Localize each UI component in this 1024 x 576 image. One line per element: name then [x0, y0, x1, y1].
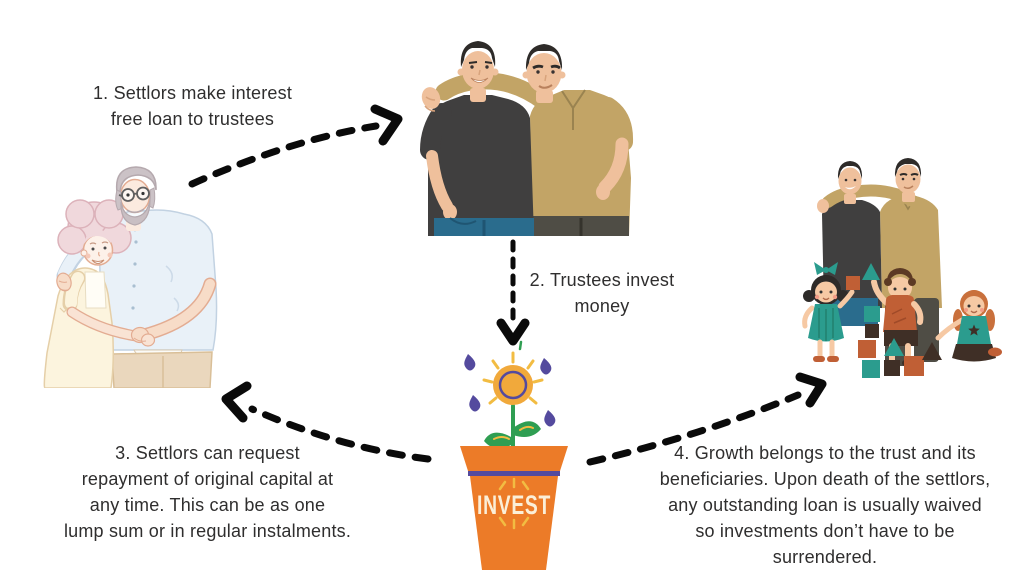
step-2-label: 2. Trustees invest money: [529, 270, 675, 317]
tan-man-draped-hand: [421, 87, 441, 109]
boy-shorts: [884, 330, 918, 346]
pot-rim: [460, 446, 568, 471]
dark-man-hand: [443, 204, 457, 220]
kneeling-legs: [952, 344, 996, 362]
step-3-label: 3. Settlors can request repayment of ori…: [63, 443, 352, 542]
dark-man-face: [462, 51, 494, 89]
clasped-hands: [130, 277, 217, 347]
dark-shirt: [428, 95, 534, 236]
old-woman: [43, 199, 142, 388]
glasses-icon: [118, 186, 150, 202]
tan-man-hand: [596, 184, 610, 200]
old-man-head: [115, 166, 157, 231]
trustees-illustration: [420, 41, 634, 236]
star-icon: [968, 324, 980, 336]
child-girl-right: [935, 290, 1002, 362]
tan-man-head: [522, 44, 566, 103]
trustee-tan-shirt-man: [530, 89, 634, 236]
water-droplets: [464, 354, 556, 427]
family-dark-man-head: [837, 161, 863, 204]
step-1-label: 1. Settlors make interest free loan to t…: [92, 83, 293, 130]
arrowhead-down-icon: [496, 318, 530, 346]
held-block: [846, 276, 860, 290]
building-blocks: [858, 306, 942, 378]
arrowhead-left-icon: [221, 381, 252, 423]
old-man-hand-on-shoulder: [56, 272, 72, 292]
beneficiaries-illustration: [802, 158, 1002, 378]
leaf-right: [513, 421, 541, 437]
old-man-hair: [115, 166, 157, 196]
hair-bow-icon: [814, 262, 838, 275]
dark-man-head: [457, 41, 499, 102]
invest-label: INVEST: [477, 490, 551, 520]
family-tan-man-head: [894, 158, 922, 202]
step-4-label: 4. Growth belongs to the trust and its b…: [659, 443, 991, 568]
child-girl-left: [802, 262, 860, 362]
pot-band: [468, 471, 560, 476]
tan-man-hair: [525, 44, 563, 70]
leaf-left: [484, 432, 513, 449]
investment-illustration: INVEST: [460, 340, 568, 570]
tan-man-face: [526, 53, 562, 93]
old-man-pants: [111, 351, 213, 388]
flower-icon: [482, 340, 544, 450]
old-man-beard: [120, 199, 151, 226]
boy-shirt: [883, 295, 917, 332]
held-triangle: [862, 263, 880, 280]
settlors-illustration: [43, 166, 218, 388]
tan-shirt: [530, 90, 631, 236]
trustee-dark-shirt-man: [420, 95, 534, 236]
sparkle-rays: [498, 477, 530, 530]
dark-man-hair: [460, 41, 496, 67]
invest-pot: INVEST: [460, 446, 568, 570]
